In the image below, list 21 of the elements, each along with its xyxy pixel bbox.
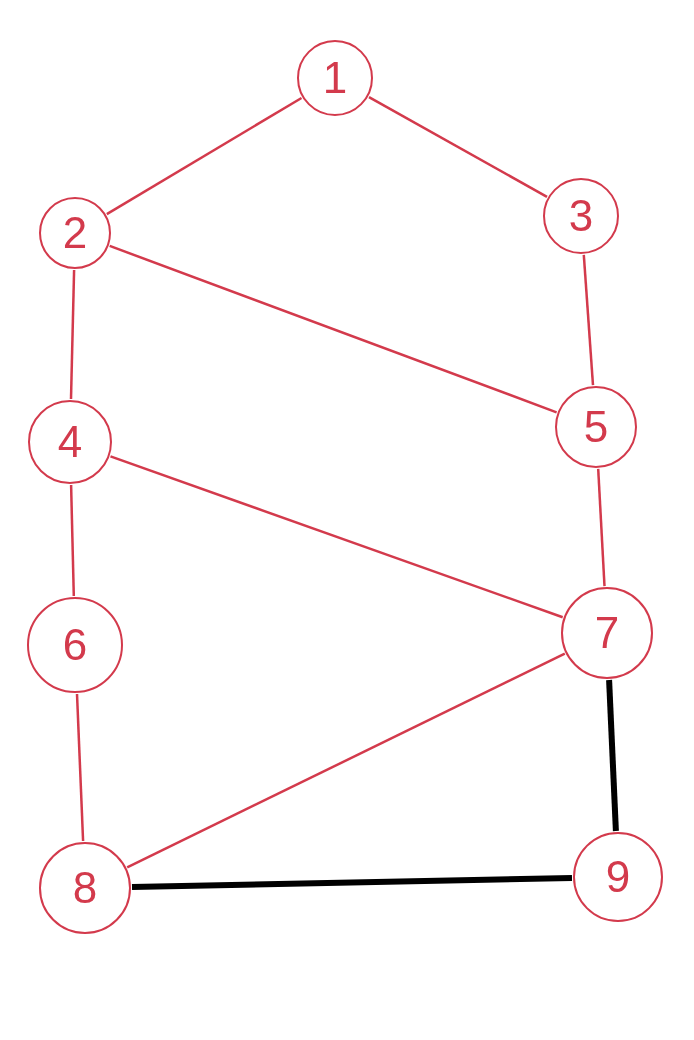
connector-line (606, 679, 619, 832)
node-number: 2 (62, 211, 88, 255)
connector-line (126, 652, 566, 869)
connector-line (106, 96, 303, 216)
node-number: 9 (605, 855, 631, 899)
connector-line (75, 693, 85, 842)
node-number: 3 (568, 194, 594, 238)
node-number: 5 (583, 405, 609, 449)
connector-line (69, 269, 76, 400)
node-number: 7 (594, 611, 620, 655)
connector-line (582, 254, 595, 386)
node-number: 4 (57, 420, 83, 464)
connector-line (596, 468, 606, 587)
connector-line (109, 244, 558, 414)
node-number: 8 (72, 866, 98, 910)
node-number: 1 (322, 56, 348, 100)
node-number: 6 (62, 623, 88, 667)
connector-line (368, 96, 548, 198)
connector-line (110, 455, 564, 619)
connector-line (131, 874, 573, 890)
connector-line (69, 484, 76, 597)
